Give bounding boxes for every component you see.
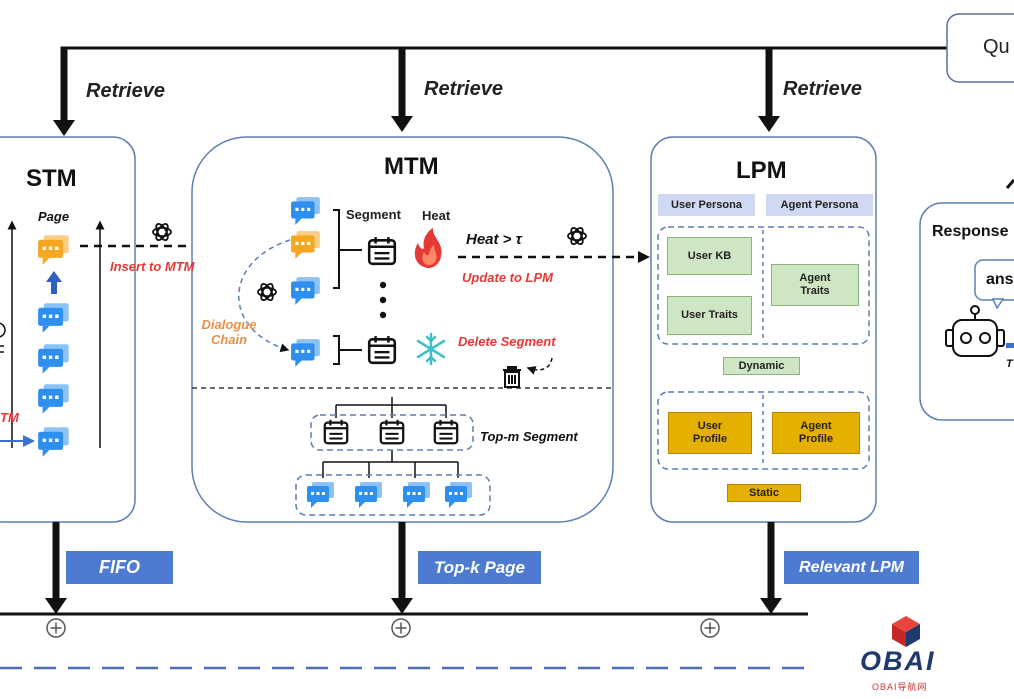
segment-brace-bottom xyxy=(333,335,362,365)
dialogue-chain-label: Dialogue Chain xyxy=(201,317,257,347)
trash-icon xyxy=(503,366,521,388)
answer-bubble-text: ans xyxy=(986,271,1014,288)
response-panel xyxy=(919,202,1014,421)
response-arrow xyxy=(1005,179,1014,189)
lpm-title: LPM xyxy=(736,157,787,184)
circle-plus-icon xyxy=(700,618,720,638)
agent-traits-box: Agent Traits xyxy=(771,264,859,306)
user-persona-header: User Persona xyxy=(658,194,755,216)
heat-label: Heat xyxy=(422,208,451,223)
fifo-tag: FIFO xyxy=(66,551,173,584)
heat-condition-label: Heat > τ xyxy=(466,231,522,248)
top-m-group xyxy=(310,414,474,451)
delete-arrow xyxy=(526,357,553,375)
relevant-lpm-tag: Relevant LPM xyxy=(784,551,919,584)
segment-label: Segment xyxy=(346,207,401,222)
answer-bubble xyxy=(974,259,1014,301)
stm-title: STM xyxy=(26,165,77,192)
retrieve-label-lpm: Retrieve xyxy=(783,78,862,100)
mtm-title: MTM xyxy=(384,153,439,180)
query-box xyxy=(946,13,1014,83)
stm-partial-red-label: TM xyxy=(0,410,19,425)
update-to-lpm-label: Update to LPM xyxy=(462,270,553,285)
segment-brace-top xyxy=(333,209,362,289)
snowflake-icon xyxy=(416,332,446,366)
user-profile-box: User Profile xyxy=(668,412,752,454)
flame-icon xyxy=(414,228,442,268)
retrieve-bus xyxy=(53,46,950,136)
user-traits-box: User Traits xyxy=(667,296,752,335)
watermark-sub: OBAI导航网 xyxy=(872,682,928,692)
vertical-ellipsis xyxy=(379,281,387,319)
retrieve-label-mtm: Retrieve xyxy=(424,78,503,100)
openai-icon xyxy=(152,221,172,243)
dynamic-group xyxy=(657,226,870,345)
cube-logo-icon xyxy=(892,616,920,647)
robot-icon xyxy=(945,305,1005,357)
delete-segment-label: Delete Segment xyxy=(458,334,556,349)
static-group xyxy=(657,391,870,470)
dialogue-chain-arc xyxy=(238,239,291,353)
response-partial-text: T xyxy=(1006,358,1013,370)
static-label: Static xyxy=(727,484,801,502)
retrieve-label-stm: Retrieve xyxy=(86,80,165,102)
response-title: Response xyxy=(932,223,1009,240)
top-k-page-tag: Top-k Page xyxy=(418,551,541,584)
agent-persona-header: Agent Persona xyxy=(766,194,873,216)
output-arrows xyxy=(0,522,808,616)
query-label: Qu xyxy=(983,36,1010,58)
watermark-brand: OBAI xyxy=(860,646,936,676)
threshold-line xyxy=(458,251,650,263)
top-k-group xyxy=(295,474,491,516)
stm-time-axes xyxy=(7,220,105,448)
stm-panel xyxy=(0,136,136,523)
insert-to-mtm-label: Insert to MTM xyxy=(110,259,195,274)
arrow-up-icon xyxy=(46,271,62,294)
top-m-segment-label: Top-m Segment xyxy=(480,429,578,444)
agent-profile-box: Agent Profile xyxy=(772,412,860,454)
dynamic-label: Dynamic xyxy=(723,357,800,375)
user-kb-box: User KB xyxy=(667,237,752,275)
response-partial-bar xyxy=(1006,343,1014,348)
stm-left-partial xyxy=(0,322,6,353)
page-label: Page xyxy=(38,209,70,224)
circle-plus-icon xyxy=(391,618,411,638)
circle-plus-icon xyxy=(46,618,66,638)
